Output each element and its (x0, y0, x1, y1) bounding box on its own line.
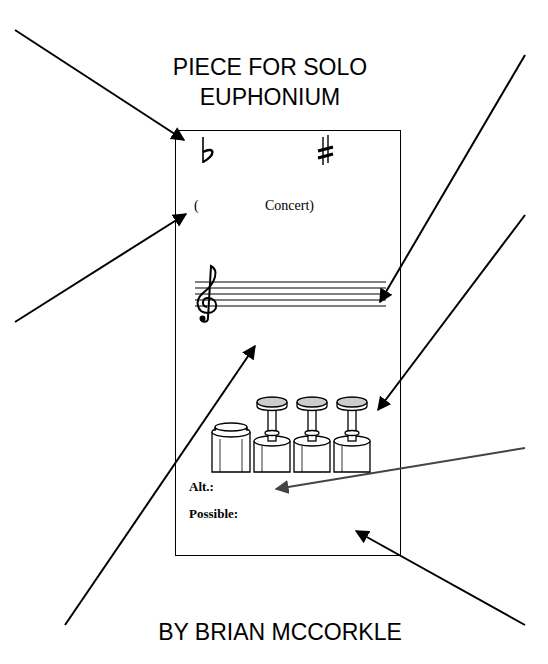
stem-collar (305, 431, 319, 436)
valve-top (212, 427, 250, 437)
treble-clef (198, 266, 217, 322)
staff-line (195, 282, 386, 283)
valve-casing (334, 441, 370, 472)
staff-line (195, 288, 386, 289)
valve-top (294, 436, 330, 446)
flat-stem (202, 137, 204, 163)
valve-casing (294, 441, 330, 472)
music-staff (195, 282, 386, 306)
clef-curve (198, 266, 217, 318)
staff-line (195, 306, 386, 307)
leader-arrow (356, 531, 525, 625)
valve-button (257, 397, 287, 407)
sharp-stem (327, 135, 328, 163)
chart-box: ( Concert) Alt.: Possible: (175, 130, 401, 556)
key-label: Concert) (265, 198, 314, 214)
valve-casing (254, 441, 290, 472)
leader-arrow (65, 346, 255, 625)
flat-symbol (203, 137, 212, 163)
stem-collar (345, 431, 359, 436)
diagram-title: PIECE FOR SOLO EUPHONIUM (110, 52, 430, 112)
field-label: Alt.: (189, 479, 214, 495)
casing-shade (220, 439, 221, 472)
diagram-caption: BY BRIAN MCCORKLE (90, 617, 470, 647)
valve-stem (268, 408, 276, 441)
casing-shade (342, 446, 343, 472)
button-rim (337, 402, 367, 411)
valve-stem (348, 408, 356, 441)
sharp-bar (318, 147, 333, 151)
sharp-bar (318, 154, 333, 158)
valve-cap (215, 423, 247, 431)
valve-top (254, 436, 290, 446)
valve-casing (212, 432, 250, 472)
sharp-symbol (318, 135, 333, 165)
valve-illustration (212, 397, 370, 472)
cap-ridge (246, 427, 247, 431)
casing-shade (242, 439, 243, 472)
valve-top (334, 436, 370, 446)
staff-line (195, 300, 386, 301)
sharp-stem (322, 137, 323, 165)
key-bracket: ( (194, 198, 199, 214)
casing-shade (302, 446, 303, 472)
valve-stem (308, 408, 316, 441)
button-rim (297, 402, 327, 411)
cap-ridge (214, 427, 215, 431)
casing-shade (262, 446, 263, 472)
button-rim (257, 402, 287, 411)
staff-line (195, 294, 386, 295)
leader-arrow (380, 55, 525, 302)
stem-collar (265, 431, 279, 436)
clef-tail (201, 318, 208, 322)
clef-dot (201, 317, 205, 321)
valve-button (297, 397, 327, 407)
leader-arrow (15, 214, 186, 322)
flat-bowl (203, 150, 212, 162)
valve-button (337, 397, 367, 407)
leader-arrows (15, 30, 525, 625)
leader-arrow (15, 30, 184, 140)
field-label: Possible: (189, 506, 238, 522)
